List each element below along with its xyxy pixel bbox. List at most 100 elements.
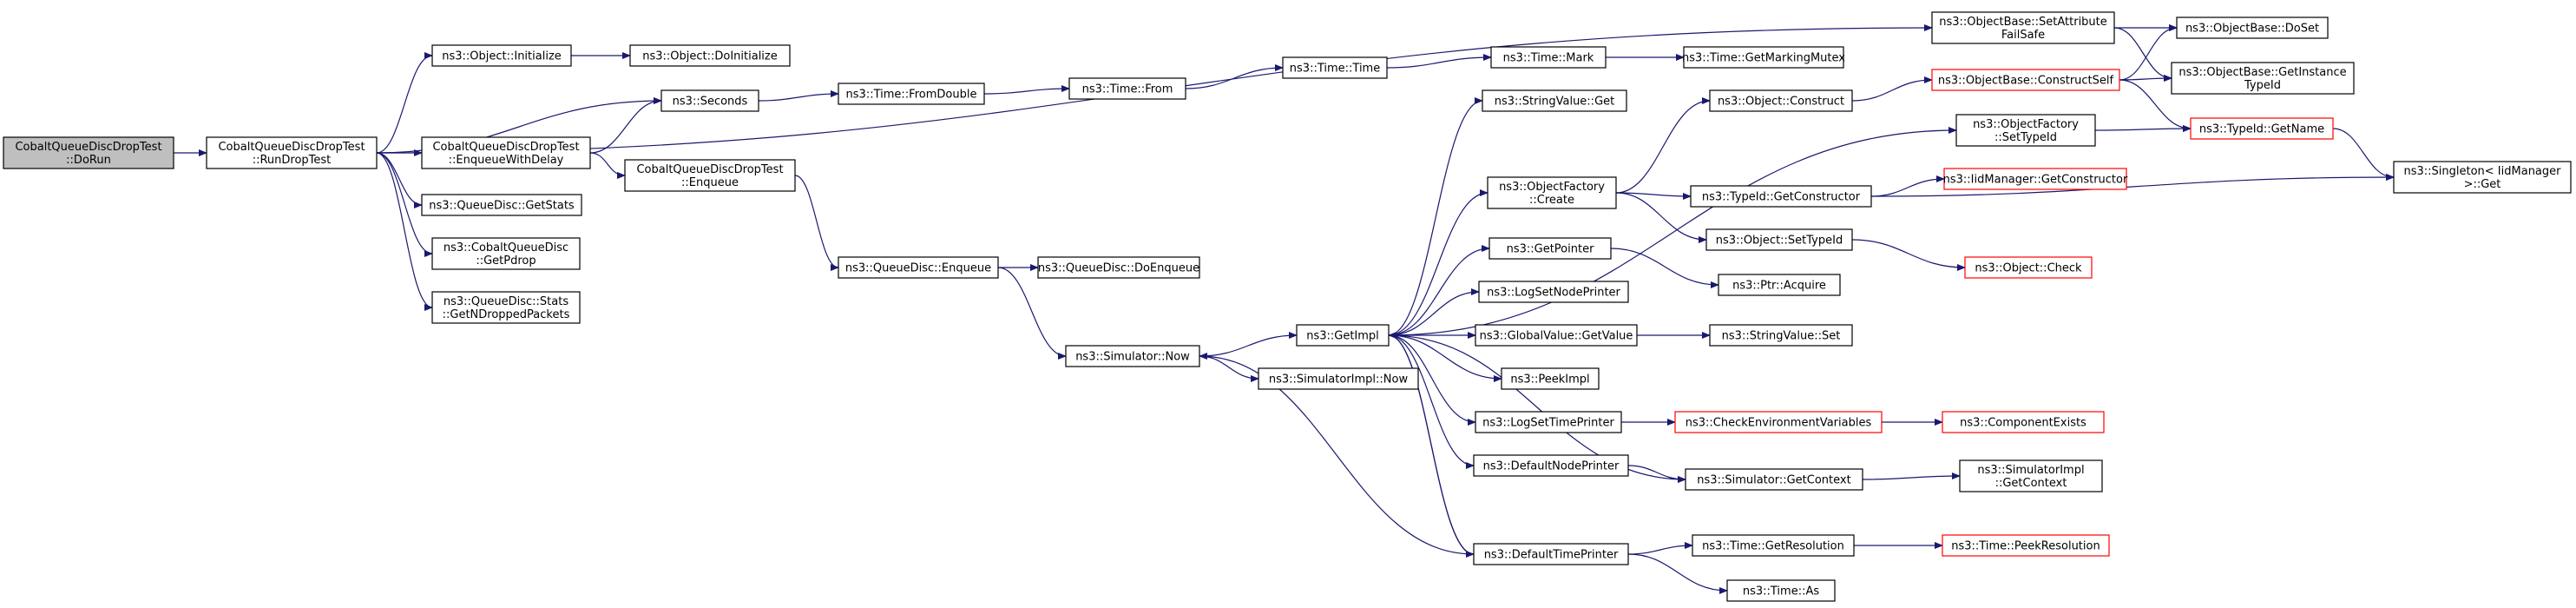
node-label-timeFrom-0: ns3::Time::From — [1082, 83, 1173, 96]
node-label-peekImpl-0: ns3::PeekImpl — [1510, 373, 1589, 387]
node-checkEnv[interactable]: ns3::CheckEnvironmentVariables — [1674, 411, 1883, 433]
node-timeMark[interactable]: ns3::Time::Mark — [1490, 46, 1607, 69]
edge-objConstruct-to-constructSelf — [1851, 76, 1933, 102]
node-label-ofSetTypeId-1: ::SetTypeId — [1994, 131, 2057, 144]
node-testEnqueue[interactable]: CobaltQueueDiscDropTest::Enqueue — [624, 159, 796, 192]
node-label-ofCreate-1: ::Create — [1529, 194, 1574, 207]
edge-getImpl-to-strValGet — [1388, 97, 1483, 336]
node-box-defNodePrinter — [1473, 454, 1629, 477]
node-logSetTime[interactable]: ns3::LogSetTimePrinter — [1475, 411, 1622, 433]
node-strValSet[interactable]: ns3::StringValue::Set — [1709, 324, 1853, 347]
node-simImplGetCtx[interactable]: ns3::SimulatorImpl::GetContext — [1959, 459, 2103, 492]
node-label-qdEnqueue-0: ns3::QueueDisc::Enqueue — [845, 262, 991, 275]
node-box-simImplGetCtx — [1959, 459, 2103, 492]
node-componentExists[interactable]: ns3::ComponentExists — [1942, 411, 2105, 433]
node-timeAs[interactable]: ns3::Time::As — [1726, 579, 1836, 602]
node-label-runDropTest-1: ::RunDropTest — [253, 154, 332, 167]
node-runDropTest[interactable]: CobaltQueueDiscDropTest::RunDropTest — [206, 136, 378, 169]
node-box-seconds — [660, 89, 759, 112]
node-objConstruct[interactable]: ns3::Object::Construct — [1709, 89, 1853, 112]
node-objInit[interactable]: ns3::Object::Initialize — [431, 44, 572, 67]
node-getPdrop[interactable]: ns3::CobaltQueueDisc::GetPdrop — [431, 237, 581, 270]
node-box-fromDouble — [838, 83, 985, 105]
node-box-defTimePrinter — [1473, 543, 1629, 565]
node-singletonGet[interactable]: ns3::Singleton< IidManager >::Get — [2393, 161, 2572, 194]
node-box-doRun — [3, 136, 174, 169]
node-box-timeMark — [1490, 46, 1607, 69]
node-simImplNow[interactable]: ns3::SimulatorImpl::Now — [1258, 367, 1419, 390]
node-defNodePrinter[interactable]: ns3::DefaultNodePrinter — [1473, 454, 1629, 477]
node-box-timeTime — [1282, 56, 1388, 79]
node-label-enqWithDelay-0: CobaltQueueDiscDropTest — [432, 141, 579, 154]
node-label-setAttrFailSafe-1: FailSafe — [2001, 29, 2045, 42]
edge-ofSetTypeId-to-tidGetName — [2094, 125, 2192, 133]
node-box-gvGetValue — [1475, 324, 1638, 347]
node-simGetContext[interactable]: ns3::Simulator::GetContext — [1685, 468, 1863, 491]
node-objCheck[interactable]: ns3::Object::Check — [1964, 256, 2093, 279]
edge-ofCreate-to-getConstructor — [1615, 192, 1692, 200]
node-box-obDoSet — [2176, 17, 2329, 39]
edge-qdEnqueue-to-simNow — [997, 267, 1067, 360]
node-objSetTypeId[interactable]: ns3::Object::SetTypeId — [1705, 228, 1853, 251]
node-label-logSetNode-0: ns3::LogSetNodePrinter — [1487, 287, 1620, 300]
node-peekResolution[interactable]: ns3::Time::PeekResolution — [1942, 534, 2110, 557]
edge-runDropTest-to-getStats — [376, 152, 423, 208]
node-enqWithDelay[interactable]: CobaltQueueDiscDropTest::EnqueueWithDela… — [421, 136, 591, 169]
node-logSetNode[interactable]: ns3::LogSetNodePrinter — [1478, 281, 1629, 303]
node-ofSetTypeId[interactable]: ns3::ObjectFactory::SetTypeId — [1955, 114, 2096, 147]
node-ofCreate[interactable]: ns3::ObjectFactory::Create — [1487, 176, 1617, 209]
node-label-runDropTest-0: CobaltQueueDiscDropTest — [218, 141, 365, 154]
node-seconds[interactable]: ns3::Seconds — [660, 89, 759, 112]
edge-getImpl-to-logSetNode — [1388, 288, 1480, 336]
node-constructSelf[interactable]: ns3::ObjectBase::ConstructSelf — [1931, 69, 2120, 91]
node-getPointer[interactable]: ns3::GetPointer — [1488, 237, 1612, 260]
node-box-peekResolution — [1942, 534, 2110, 557]
edge-constructSelf-to-tidGetName — [2119, 79, 2192, 132]
node-label-getPdrop-1: ::GetPdrop — [476, 254, 536, 268]
edge-getImpl-to-logSetTime — [1388, 334, 1476, 426]
node-simNow[interactable]: ns3::Simulator::Now — [1065, 345, 1200, 367]
node-fromDouble[interactable]: ns3::Time::FromDouble — [838, 83, 985, 105]
node-getStats[interactable]: ns3::QueueDisc::GetStats — [421, 194, 582, 216]
edge-enqWithDelay-to-seconds — [589, 97, 662, 154]
node-getNDropped[interactable]: ns3::QueueDisc::Stats::GetNDroppedPacket… — [431, 291, 581, 324]
node-label-iidGetCtor-0: ns3::IidManager::GetConstructor — [1943, 174, 2128, 187]
edge-ofCreate-to-objConstruct — [1615, 97, 1711, 194]
node-peekImpl[interactable]: ns3::PeekImpl — [1501, 367, 1600, 390]
node-getConstructor[interactable]: ns3::TypeId::GetConstructor — [1690, 185, 1872, 208]
node-objDoInit[interactable]: ns3::Object::DoInitialize — [629, 44, 791, 67]
edge-simNow-to-simImplNow — [1199, 355, 1259, 382]
node-label-simImplNow-0: ns3::SimulatorImpl::Now — [1269, 373, 1409, 387]
node-box-enqWithDelay — [421, 136, 591, 169]
node-timeGetRes[interactable]: ns3::Time::GetResolution — [1692, 534, 1855, 557]
node-tidGetName[interactable]: ns3::TypeId::GetName — [2190, 117, 2334, 140]
node-qdEnqueue[interactable]: ns3::QueueDisc::Enqueue — [838, 256, 999, 279]
node-timeTime[interactable]: ns3::Time::Time — [1282, 56, 1388, 79]
node-timeFrom[interactable]: ns3::Time::From — [1068, 77, 1186, 100]
node-getImpl[interactable]: ns3::GetImpl — [1296, 324, 1390, 347]
node-obDoSet[interactable]: ns3::ObjectBase::DoSet — [2176, 17, 2329, 39]
node-box-objConstruct — [1709, 89, 1853, 112]
node-defTimePrinter[interactable]: ns3::DefaultTimePrinter — [1473, 543, 1629, 565]
node-label-ofSetTypeId-0: ns3::ObjectFactory — [1973, 118, 2079, 131]
node-box-runDropTest — [206, 136, 378, 169]
node-label-constructSelf-0: ns3::ObjectBase::ConstructSelf — [1938, 75, 2114, 88]
node-gvGetValue[interactable]: ns3::GlobalValue::GetValue — [1475, 324, 1638, 347]
node-ptrAcquire[interactable]: ns3::Ptr::Acquire — [1718, 274, 1841, 296]
node-box-strValSet — [1709, 324, 1853, 347]
node-label-testEnqueue-1: ::Enqueue — [681, 176, 739, 189]
node-box-getPdrop — [431, 237, 581, 270]
node-markingMutex[interactable]: ns3::Time::GetMarkingMutex — [1682, 46, 1845, 69]
node-box-timeAs — [1726, 579, 1836, 602]
node-strValGet[interactable]: ns3::StringValue::Get — [1482, 89, 1627, 112]
edge-runDropTest-to-getNDropped — [376, 152, 433, 311]
node-label-simImplGetCtx-1: ::GetContext — [1995, 477, 2067, 490]
node-box-getImpl — [1296, 324, 1390, 347]
node-doRun[interactable]: CobaltQueueDiscDropTest::DoRun — [3, 136, 174, 169]
node-iidGetCtor[interactable]: ns3::IidManager::GetConstructor — [1943, 168, 2128, 190]
edge-getImpl-to-ofCreate — [1388, 189, 1488, 336]
node-label-timeAs-0: ns3::Time::As — [1743, 585, 1820, 598]
node-qdDoEnqueue[interactable]: ns3::QueueDisc::DoEnqueue — [1037, 256, 1200, 279]
